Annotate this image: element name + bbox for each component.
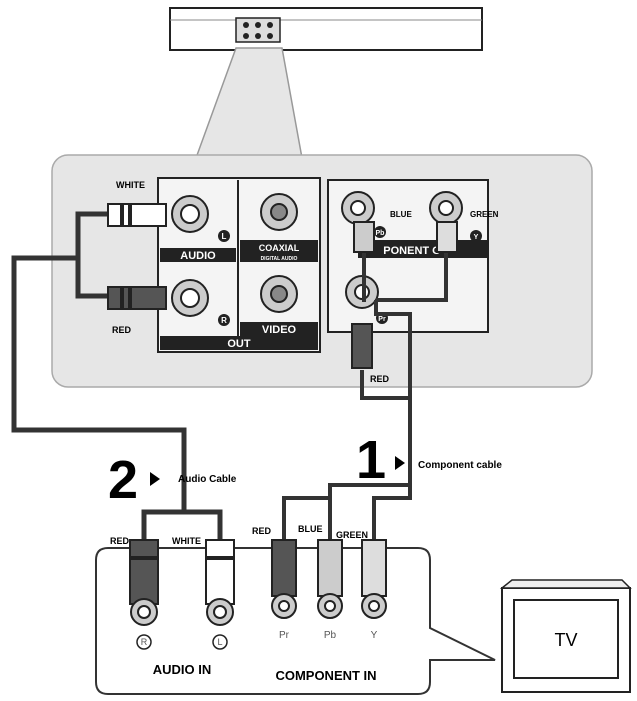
step-2-number: 2 xyxy=(108,450,138,510)
svg-text:Pr: Pr xyxy=(378,316,386,323)
audio-cable xyxy=(11,211,223,540)
step-1-label: Component cable xyxy=(418,460,502,471)
red-label-top: RED xyxy=(112,325,132,335)
white-label-top: WHITE xyxy=(116,180,145,190)
white-audio-plug-top xyxy=(107,203,167,227)
audio-label: AUDIO xyxy=(180,250,216,262)
component-cable xyxy=(282,240,448,540)
tv-jack-l: L xyxy=(206,598,234,650)
step-1-number: 1 xyxy=(356,430,386,490)
svg-text:Pr: Pr xyxy=(279,630,290,641)
tv-label: TV xyxy=(554,630,577,650)
tv-jack-y: Y xyxy=(361,593,387,641)
red-label-bottom-audio: RED xyxy=(110,536,130,546)
red-component-plug-bottom xyxy=(271,539,297,597)
video-jack xyxy=(260,275,298,313)
component-plugs-top xyxy=(351,221,458,369)
coaxial-jack xyxy=(260,193,298,231)
red-audio-plug-top xyxy=(107,286,167,310)
player-back-panel: AUDIO COAXIAL DIGITAL AUDIO VIDEO OUT L … xyxy=(51,154,593,388)
step-2-arrow xyxy=(150,472,160,486)
svg-text:Y: Y xyxy=(371,630,378,641)
dvd-player xyxy=(169,7,483,51)
audio-l-jack: L xyxy=(171,195,230,242)
video-label: VIDEO xyxy=(262,324,297,336)
red-component-label-top: RED xyxy=(370,374,390,384)
red-label-bottom-component: RED xyxy=(252,526,272,536)
green-label-bottom-component: GREEN xyxy=(336,530,368,540)
green-label-top: GREEN xyxy=(470,210,499,219)
svg-text:Pb: Pb xyxy=(376,230,385,237)
component-pb-jack: Pb xyxy=(341,191,386,238)
tv-back-panel xyxy=(95,547,496,695)
component-label: PONENT O xyxy=(383,245,441,257)
svg-text:L: L xyxy=(217,637,222,647)
svg-text:Y: Y xyxy=(474,234,479,241)
blue-component-plug-bottom xyxy=(317,539,343,597)
tv-jack-r: R xyxy=(130,598,158,650)
digital-audio-label: DIGITAL AUDIO xyxy=(261,256,298,262)
svg-text:R: R xyxy=(221,316,227,325)
svg-text:Pb: Pb xyxy=(324,630,337,641)
audio-in-label: AUDIO IN xyxy=(153,662,212,677)
component-in-label: COMPONENT IN xyxy=(275,668,376,683)
white-label-bottom-audio: WHITE xyxy=(172,536,201,546)
white-audio-plug-bottom xyxy=(205,539,235,605)
svg-text:R: R xyxy=(141,637,148,647)
out-label: OUT xyxy=(227,338,251,350)
tv-set: TV xyxy=(499,579,632,693)
tv-jack-pr: Pr xyxy=(271,593,297,641)
zoom-callout xyxy=(194,47,303,159)
coaxial-label: COAXIAL xyxy=(259,243,300,253)
green-component-plug-bottom xyxy=(361,539,387,597)
tv-jack-pb: Pb xyxy=(317,593,343,641)
svg-text:L: L xyxy=(222,232,227,241)
blue-label-bottom-component: BLUE xyxy=(298,524,323,534)
red-audio-plug-bottom xyxy=(129,539,159,605)
blue-label-top: BLUE xyxy=(390,210,412,219)
step-1-arrow xyxy=(395,456,405,470)
step-2-label: Audio Cable xyxy=(178,474,237,485)
audio-r-jack: R xyxy=(171,279,230,326)
